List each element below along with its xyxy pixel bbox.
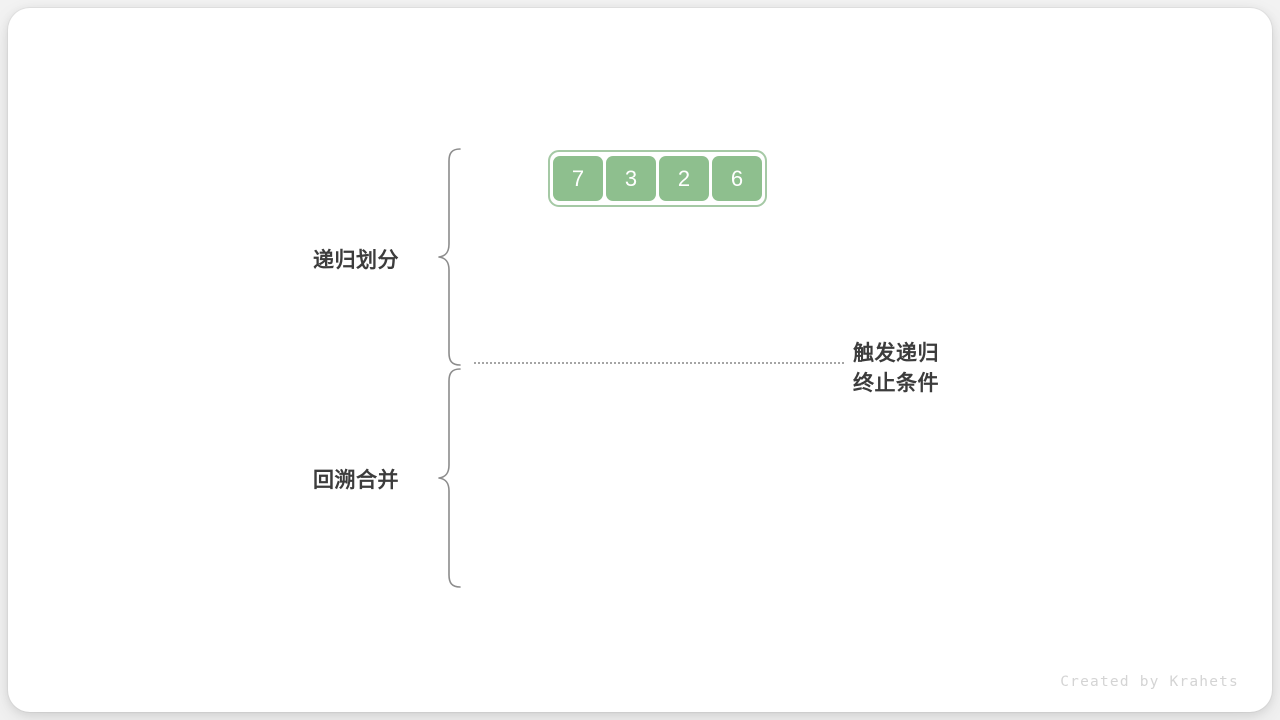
array-container: 7 3 2 6 bbox=[548, 150, 767, 207]
array-cell: 2 bbox=[659, 156, 709, 201]
brace-recursive-divide bbox=[438, 148, 464, 366]
section-label-recursive-divide: 递归划分 bbox=[313, 249, 399, 272]
watermark-credit: Created by Krahets bbox=[1060, 674, 1239, 690]
dotted-divider bbox=[473, 362, 846, 364]
brace-backtrack-merge bbox=[438, 368, 464, 588]
annotation-termination-condition: 触发递归 终止条件 bbox=[853, 339, 939, 399]
array-cell: 6 bbox=[712, 156, 762, 201]
annotation-line-2: 终止条件 bbox=[853, 372, 939, 395]
annotation-line-1: 触发递归 bbox=[853, 342, 939, 365]
section-label-backtrack-merge: 回溯合并 bbox=[313, 469, 399, 492]
array-cell: 7 bbox=[553, 156, 603, 201]
array-cell: 3 bbox=[606, 156, 656, 201]
diagram-card: 递归划分 回溯合并 7 3 2 6 触发递归 终止条件 Created by K… bbox=[8, 8, 1272, 712]
